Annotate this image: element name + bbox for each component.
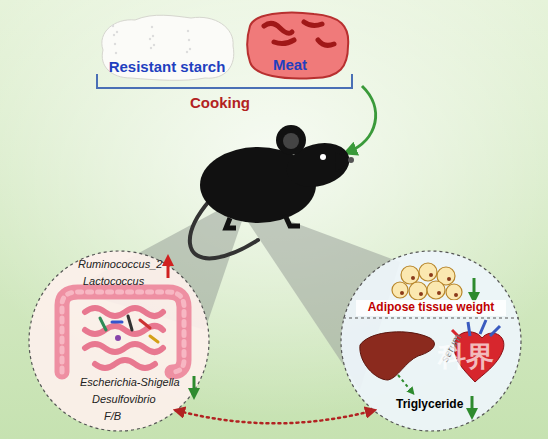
powder-speck: [151, 26, 153, 28]
powder-speck: [152, 35, 154, 37]
taxon-label: Lactococcus: [83, 275, 144, 288]
metabolism-circle-outline: [341, 251, 521, 431]
measure-label: Triglyceride: [396, 398, 463, 412]
ingredient-meat: Meat: [244, 6, 354, 82]
ingredient-meat-outline: [247, 13, 348, 79]
powder-speck: [150, 47, 152, 49]
powder-speck: [189, 48, 191, 50]
mouse: [285, 215, 300, 226]
powder-speck: [113, 34, 115, 36]
measure-label: Adipose tissue weight: [356, 300, 506, 316]
gut-circle-outline: [29, 251, 209, 431]
powder-speck: [186, 51, 188, 53]
mouse: [190, 200, 258, 258]
taxon-label: Escherichia-Shigella: [80, 376, 180, 389]
powder-speck: [112, 25, 114, 27]
ingredient-label: Meat: [260, 56, 320, 73]
mouse: [320, 154, 326, 160]
mouse: [283, 133, 299, 149]
powder-speck: [187, 30, 189, 32]
taxon-label: Desulfovibrio: [92, 393, 156, 406]
metabolism-circle: Adipose tissue weightserumTriglyceride: [340, 250, 522, 432]
powder-speck: [116, 31, 118, 33]
watermark: 科界: [438, 338, 494, 376]
mouse: [348, 157, 354, 163]
interaction-arrow: [177, 411, 372, 424]
feeding-arrow: [348, 86, 376, 152]
mouse: [200, 147, 316, 223]
mouse: [282, 136, 355, 193]
meat-marbling: [264, 22, 334, 45]
ratio-label: F/B: [104, 410, 121, 423]
powder-speck: [114, 43, 116, 45]
mouse: [335, 152, 352, 172]
ingredient-label: Resistant starch: [97, 58, 237, 75]
powder-speck: [188, 39, 190, 41]
ingredient-blob: Resistant starch: [95, 10, 239, 82]
powder-speck: [115, 52, 117, 54]
process-label: Cooking: [190, 94, 250, 111]
mouse: [276, 125, 306, 155]
mouse: [190, 125, 355, 258]
gut-circle: Ruminococcus_2LactococcusEscherichia-Shi…: [28, 250, 210, 432]
powder-speck: [153, 44, 155, 46]
taxon-label: Ruminococcus_2: [78, 258, 162, 271]
powder-speck: [149, 38, 151, 40]
mouse: [226, 218, 236, 228]
